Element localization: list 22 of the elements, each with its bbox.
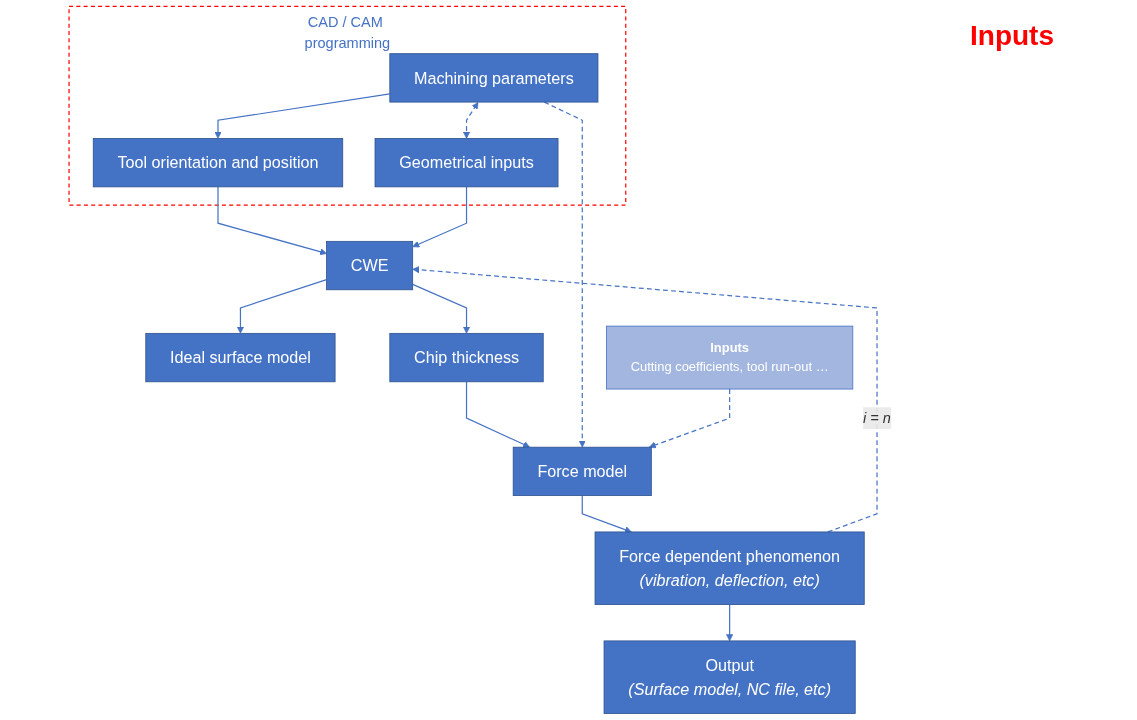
edge-label: i = n	[863, 409, 891, 426]
arrow	[412, 283, 471, 334]
node-box: Geometrical inputs	[374, 138, 559, 188]
arrow	[236, 279, 328, 334]
arrow	[465, 381, 530, 448]
node-box: CWE	[326, 240, 414, 291]
node-box: Force model	[512, 446, 652, 496]
arrow	[648, 388, 731, 449]
arrow	[217, 186, 327, 256]
node-box: Inputs Cutting coefficients, tool run-out …	[606, 325, 854, 390]
node-box: Ideal surface model	[145, 332, 336, 383]
arrow	[412, 186, 468, 248]
arrow	[726, 603, 734, 642]
arrow	[463, 102, 479, 139]
node-box: Output (Surface model, NC file, etc)	[603, 640, 856, 714]
inputs-heading: Inputs	[970, 20, 1055, 52]
arrow	[412, 266, 878, 533]
node-box: Machining parameters	[389, 53, 599, 103]
arrow	[214, 93, 391, 139]
node-box: Chip thickness	[389, 332, 544, 383]
node-box: Force dependent phenomenon (vibration, deflection, etc)	[594, 531, 865, 605]
node-box: Tool orientation and position	[92, 138, 344, 188]
